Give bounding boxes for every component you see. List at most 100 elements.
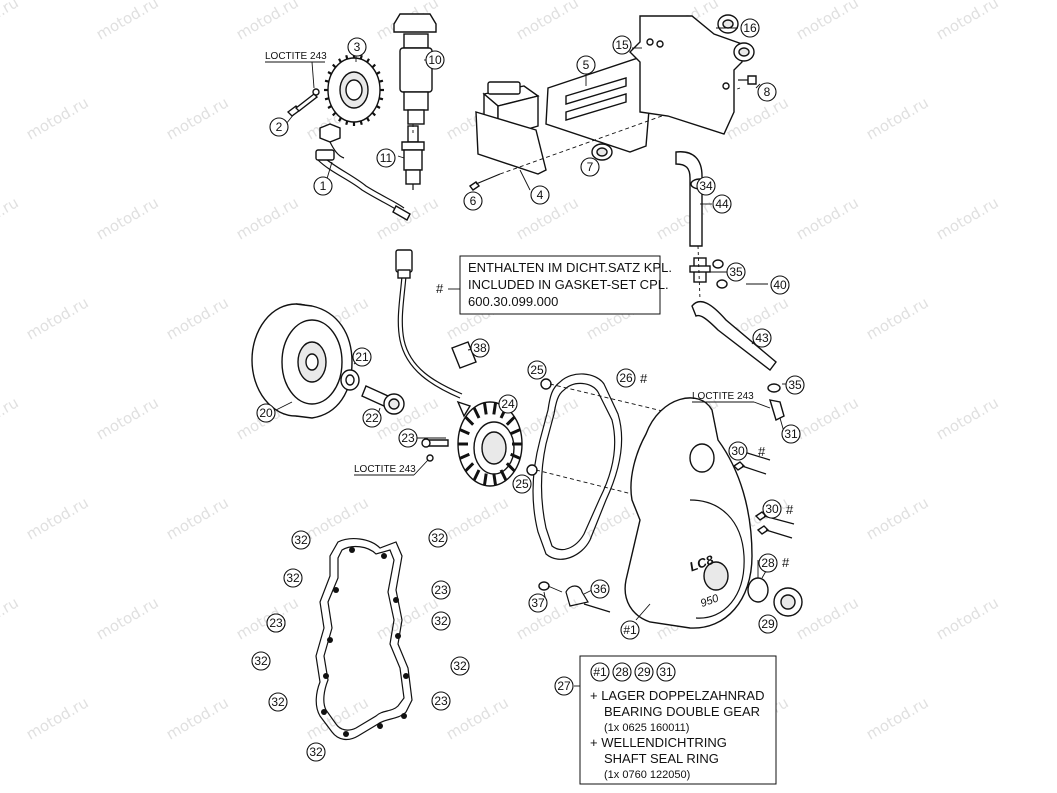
cover-plate: [629, 15, 743, 135]
watermark-text: motod.ru: [163, 93, 232, 143]
callout-c2: 2: [269, 117, 289, 137]
stator-pole: [492, 402, 498, 415]
watermark-text: motod.ru: [23, 293, 92, 343]
callout-label-g32a: 32: [294, 533, 308, 547]
kit-line4: + WELLENDICHTRING: [590, 735, 727, 750]
callout-g23c: 23: [431, 691, 451, 711]
svg-text:31: 31: [659, 665, 673, 679]
gear-tooth: [338, 117, 342, 122]
callout-c4: 4: [530, 185, 550, 205]
callout-c35b: 35: [785, 375, 805, 395]
gear-tooth: [375, 71, 381, 75]
gear-tooth: [378, 79, 384, 83]
trigger-wheel: [324, 54, 384, 126]
callout-label-g32e: 32: [254, 654, 268, 668]
plug-29: [773, 587, 803, 617]
gear-tooth: [338, 58, 342, 63]
callout-label-g32c: 32: [286, 571, 300, 585]
loctite-label-mid: LOCTITE 243: [354, 459, 429, 476]
watermark-text: motod.ru: [933, 0, 1002, 43]
callout-label-c38: 38: [473, 341, 487, 355]
watermark-text: motod.ru: [443, 693, 512, 743]
callout-c3: 3: [347, 37, 367, 57]
ignition-control-unit: [475, 81, 547, 175]
callout-label-g23a: 23: [434, 583, 448, 597]
callout-label-c3: 3: [354, 40, 361, 54]
watermark-text: motod.ru: [23, 693, 92, 743]
callout-g32f: 32: [450, 656, 470, 676]
callout-label-c30b: 30: [765, 502, 779, 516]
callout-label-c36: 36: [593, 582, 607, 596]
watermark-text: motod.ru: [863, 693, 932, 743]
stator-wire: [395, 249, 463, 399]
callout-label-c35b: 35: [788, 378, 802, 392]
stator-pole: [472, 406, 481, 419]
callout-c25b: 25: [512, 474, 532, 494]
watermark-text: motod.ru: [0, 0, 22, 43]
callout-label-c23a: 23: [401, 431, 415, 445]
dowel-25: [526, 378, 552, 476]
watermark-text: motod.ru: [0, 393, 22, 443]
gear-tooth: [359, 54, 363, 60]
gasket-note-line2: INCLUDED IN GASKET-SET CPL.: [468, 277, 669, 292]
watermark-text: motod.ru: [793, 593, 862, 643]
callout-c30b: 30: [762, 499, 782, 519]
callout-c5: 5: [576, 55, 596, 75]
callout-c31: 31: [781, 424, 801, 444]
gasket-bolt-hole: [321, 709, 327, 715]
callout-label-g23d: 23: [269, 616, 283, 630]
callout-label-c5: 5: [583, 58, 590, 72]
callout-c44: 44: [712, 194, 732, 214]
rubber-mount-7: [591, 143, 613, 161]
fitting-40: [689, 257, 728, 289]
watermark-text: motod.ru: [653, 193, 722, 243]
callout-c43: 43: [752, 328, 772, 348]
callout-c29: 29: [758, 614, 778, 634]
ignition-coil: [393, 13, 437, 125]
stator-pole: [499, 469, 508, 482]
gear-tooth: [345, 120, 349, 126]
watermark-text: motod.ru: [163, 293, 232, 343]
watermark-text: motod.ru: [793, 193, 862, 243]
rotor-bolt-22: [361, 385, 405, 415]
gear-tooth: [324, 79, 330, 83]
fitting-31: [767, 383, 785, 421]
callout-g32d: 32: [431, 611, 451, 631]
watermark-text: motod.ru: [863, 93, 932, 143]
callout-layer: 1234567810111516202122232425252627282930…: [251, 18, 805, 762]
callout-c22: 22: [362, 408, 382, 428]
washer-37: [538, 581, 563, 593]
callout-g23d: 23: [266, 613, 286, 633]
callout-c6: 6: [463, 191, 483, 211]
gear-tooth: [324, 97, 330, 101]
callout-c1: 1: [313, 176, 333, 196]
kit-line1: + LAGER DOPPELZAHNRAD: [590, 688, 764, 703]
hash-mark-30b: #: [786, 502, 794, 517]
gasket-note-line1: ENTHALTEN IM DICHT.SATZ KPL.: [468, 260, 672, 275]
callout-g32c: 32: [283, 568, 303, 588]
callout-g32a: 32: [291, 530, 311, 550]
watermark-text: motod.ru: [303, 493, 372, 543]
callout-label-c22: 22: [365, 411, 379, 425]
callout-label-c26: 26: [619, 371, 633, 385]
grommet-16: [717, 14, 755, 62]
callout-c16: 16: [740, 18, 760, 38]
watermark-text: motod.ru: [933, 593, 1002, 643]
callout-label-c40: 40: [773, 278, 787, 292]
hash-mark-30a: #: [758, 444, 766, 459]
kit-header-item: 31: [656, 662, 676, 682]
callout-c37: 37: [528, 593, 548, 613]
stator-24: [456, 400, 523, 487]
gear-tooth: [345, 54, 349, 60]
gasket-bolt-hole: [381, 553, 387, 559]
callout-label-c16: 16: [743, 21, 757, 35]
svg-text:LOCTITE 243: LOCTITE 243: [354, 464, 416, 475]
stator-screw-23: [421, 438, 449, 462]
gasket-bolt-hole: [401, 713, 407, 719]
watermark-text: motod.ru: [933, 393, 1002, 443]
watermark-text: motod.ru: [93, 593, 162, 643]
svg-text:#1: #1: [593, 665, 607, 679]
watermark-text: motod.ru: [233, 593, 302, 643]
callout-label-c4: 4: [537, 188, 544, 202]
